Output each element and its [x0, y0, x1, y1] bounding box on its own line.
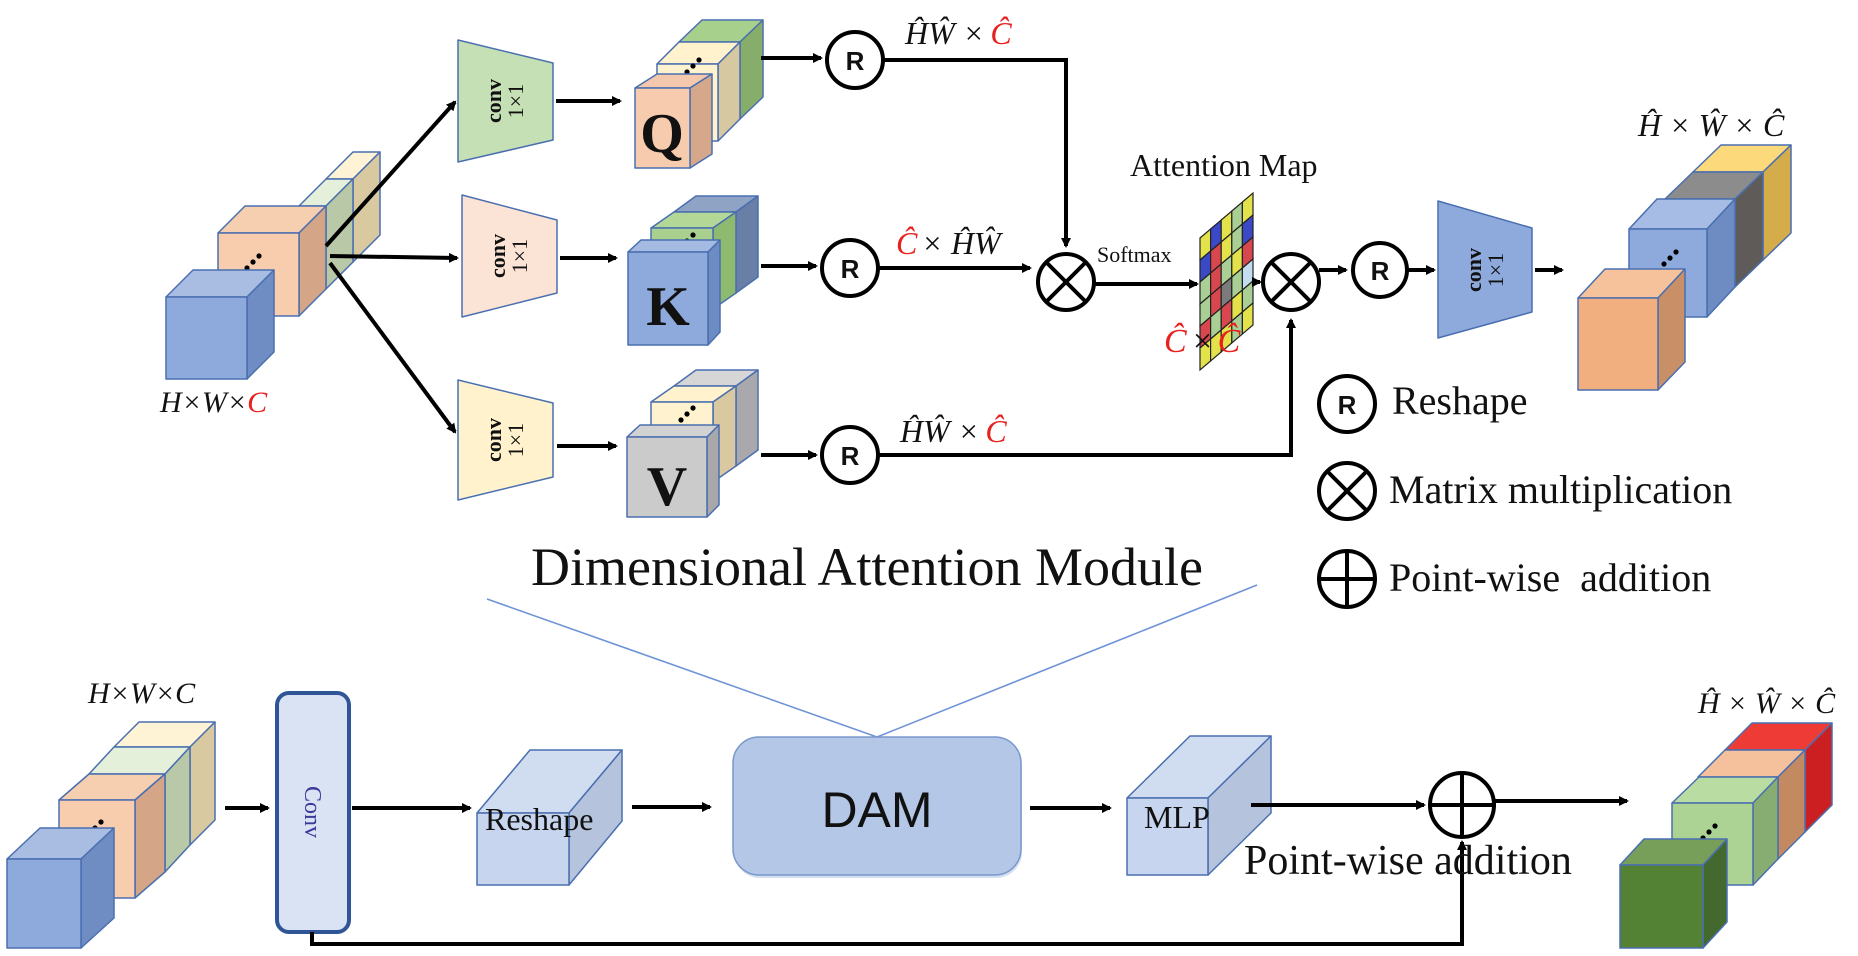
point-wise-addition-icon	[1317, 549, 1377, 609]
bottom-input-feature-cube	[6, 721, 216, 949]
zoom-line-left	[486, 598, 878, 738]
point-wise-addition-label: Point-wise addition	[1244, 838, 1572, 884]
conv-k-kernel-label: 1×1	[507, 239, 532, 273]
softmax-label: Softmax	[1097, 242, 1172, 267]
conv-k-label: conv	[485, 234, 510, 278]
arrow-input-to-conv-v	[328, 261, 457, 434]
conv-v-kernel-label: 1×1	[503, 423, 528, 457]
attention-map-grid	[1199, 191, 1254, 372]
reshape-k-node: R	[820, 238, 880, 298]
legend-matrix-multiplication-label: Matrix multiplication	[1389, 467, 1732, 512]
matmul-qk-node	[1036, 252, 1096, 312]
svg-text:R: R	[846, 46, 865, 76]
conv-q-kernel-label: 1×1	[503, 84, 528, 118]
skip-connection-arrow	[310, 840, 1467, 946]
q-reshape-dims-label: ĤŴ ×Ĉ	[904, 15, 1012, 51]
top-output-feature-cube	[1577, 144, 1792, 391]
legend-item-point-wise-addition: Point-wise addition	[1317, 549, 1711, 609]
v-feature-stack: V	[626, 369, 759, 518]
legend: R Reshape Matrix multiplication Point-wi…	[1317, 374, 1732, 609]
matrix-multiplication-icon	[1317, 461, 1377, 521]
conv-output-kernel-label: 1×1	[1483, 253, 1508, 287]
bottom-conv-block: Conv	[275, 691, 351, 934]
svg-text:R: R	[1371, 256, 1390, 286]
svg-text:R: R	[841, 441, 860, 471]
v-letter: V	[647, 456, 687, 518]
conv-q-label: conv	[481, 79, 506, 123]
top-input-dims-label: H×W×C	[159, 386, 268, 419]
matmul-attention-v-node	[1261, 252, 1321, 312]
v-reshape-dims-label: ĤŴ ×Ĉ	[899, 413, 1007, 449]
reshape-q-node: R	[825, 30, 885, 90]
arrow-q-reshape-to-matmul	[883, 58, 1071, 248]
q-feature-stack: Q	[634, 19, 764, 169]
bottom-reshape-label: Reshape	[485, 801, 593, 837]
k-feature-stack: K	[627, 195, 759, 346]
dam-label: DAM	[821, 782, 932, 838]
conv-k-block: conv 1×1	[461, 194, 558, 318]
conv-v-block: conv 1×1	[457, 379, 554, 501]
arrow-v-reshape-to-matmul	[878, 318, 1296, 457]
conv-q-block: conv 1×1	[457, 39, 554, 163]
bottom-reshape-block: Reshape	[476, 749, 623, 886]
mlp-label: MLP	[1144, 799, 1210, 835]
bottom-output-feature-cube	[1619, 722, 1833, 949]
attention-map-cell	[1241, 301, 1254, 336]
attention-map-dims-label: Ĉ×Ĉ	[1164, 322, 1241, 360]
legend-point-wise-addition-label: Point-wise addition	[1389, 555, 1711, 600]
legend-item-reshape: R Reshape	[1317, 374, 1528, 434]
arrow-input-to-conv-q	[324, 100, 457, 248]
arrow-input-to-conv-k	[329, 252, 459, 263]
reshape-output-node: R	[1351, 241, 1409, 299]
legend-item-matrix-multiplication: Matrix multiplication	[1317, 461, 1732, 521]
point-wise-addition-node	[1428, 771, 1496, 839]
zoom-line-right	[876, 584, 1258, 738]
bottom-output-dims-label: Ĥ × Ŵ × Ĉ	[1697, 687, 1836, 720]
k-letter: K	[646, 276, 690, 338]
top-input-feature-cube	[165, 151, 381, 380]
conv-v-label: conv	[481, 418, 506, 462]
bottom-conv-label: Conv	[299, 786, 325, 838]
conv-output-block: conv 1×1	[1437, 200, 1533, 339]
bottom-input-dims-label: H×W×C	[87, 677, 196, 710]
svg-text:R: R	[841, 254, 860, 284]
q-letter: Q	[640, 103, 684, 165]
conv-output-label: conv	[1461, 248, 1486, 292]
mlp-block: MLP	[1126, 735, 1272, 876]
legend-reshape-label: Reshape	[1392, 378, 1528, 423]
module-title: Dimensional Attention Module	[531, 537, 1203, 597]
reshape-v-node: R	[820, 425, 880, 485]
k-reshape-dims-label: Ĉ× ĤŴ	[896, 225, 1004, 261]
top-output-dims-label: Ĥ × Ŵ × Ĉ	[1637, 107, 1785, 143]
reshape-icon: R	[1338, 390, 1357, 420]
dam-block[interactable]: DAM	[732, 736, 1022, 878]
attention-map-title: Attention Map	[1130, 147, 1318, 183]
